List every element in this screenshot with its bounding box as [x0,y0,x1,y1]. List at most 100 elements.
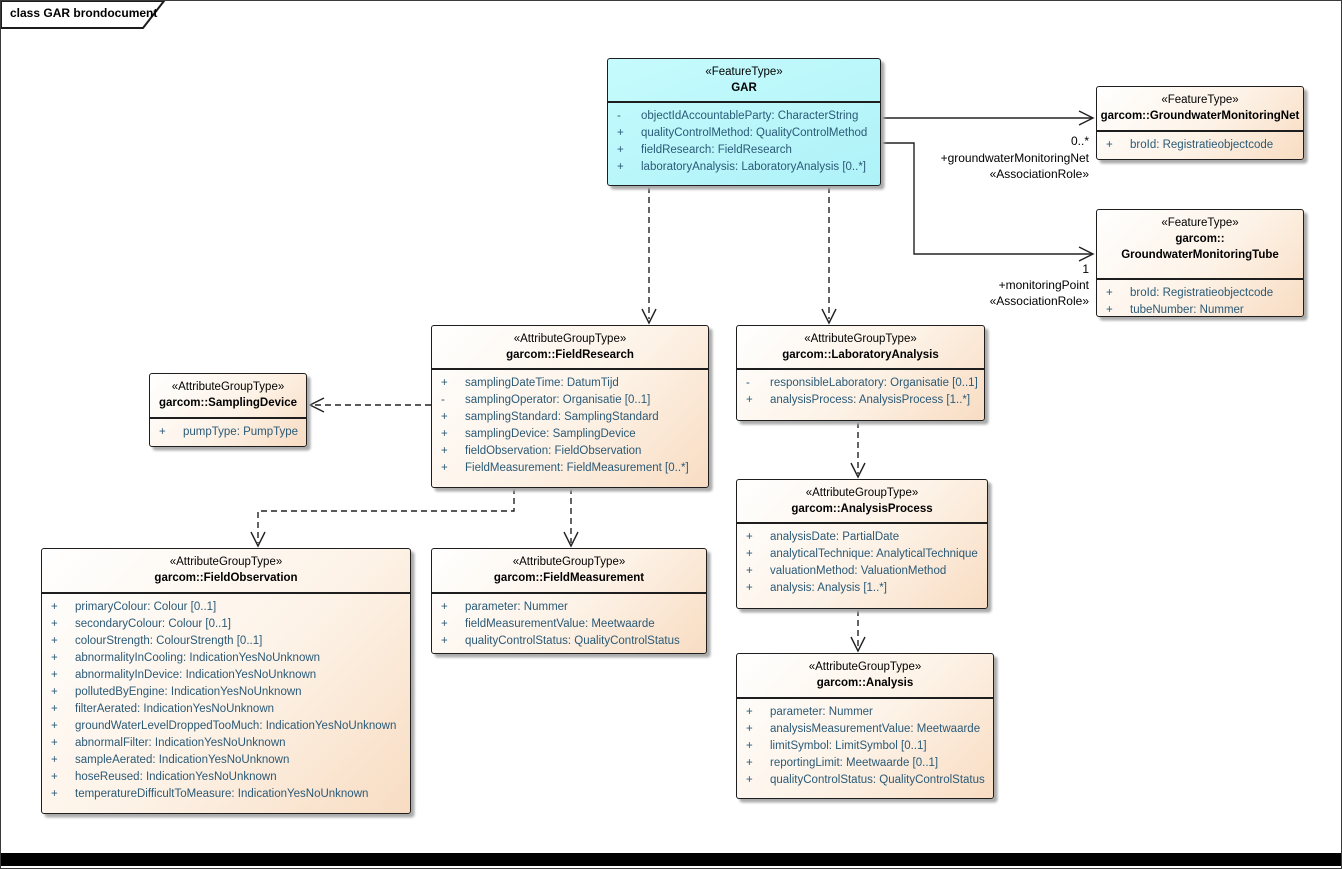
class-name: garcom::FieldObservation [154,572,298,584]
class-groundwater-monitoring-net[interactable]: «FeatureType» garcom::GroundwaterMonitor… [1096,86,1304,160]
visibility-marker: + [746,565,753,577]
association-role-name: +monitoringPoint [998,278,1089,292]
attribute-row: +analysisDate: PartialDate [737,529,987,546]
visibility-marker: + [51,788,58,800]
class-header: «FeatureType» garcom::GroundwaterMonitor… [1097,87,1303,130]
stereotype-label: «AttributeGroupType» [808,661,922,673]
class-header: «AttributeGroupType» garcom::AnalysisPro… [737,480,987,522]
attribute-row: + parameter: Nummer [737,704,993,721]
class-name: garcom::LaboratoryAnalysis [782,349,939,361]
attribute-row: +qualityControlMethod: QualityControlMet… [608,125,880,142]
visibility-marker: + [51,618,58,630]
attribute-row: +pumpType: PumpType [150,424,306,441]
attribute-row: +primaryColour: Colour [0..1] [42,599,410,616]
class-field-observation[interactable]: «AttributeGroupType» garcom::FieldObserv… [41,548,411,814]
attribute-row: +analysis: Analysis [1..*] [737,580,987,597]
visibility-marker: + [617,127,624,139]
attribute-row: +secondaryColour: Colour [0..1] [42,616,410,633]
attribute-row: +broId: Registratieobjectcode [1097,137,1303,154]
visibility-marker: + [441,601,448,613]
association-stereotype: «AssociationRole» [989,167,1089,181]
visibility-marker: + [51,669,58,681]
attribute-signature: abnormalityInDevice: IndicationYesNoUnkn… [75,669,317,681]
visibility-marker: + [1106,304,1113,316]
attribute-compartment: +broId: Registratieobjectcode [1097,130,1303,154]
visibility-marker: + [51,720,58,732]
attribute-row: -responsibleLaboratory: Organisatie [0..… [737,375,984,392]
attribute-row: -objectIdAccountableParty: CharacterStri… [608,108,880,125]
visibility-marker: + [746,706,753,718]
visibility-marker: + [746,548,753,560]
class-name: GAR [731,82,757,94]
attribute-signature: samplingDateTime: DatumTijd [465,377,619,389]
class-header: «AttributeGroupType» garcom::LaboratoryA… [737,326,984,368]
attribute-row: +FieldMeasurement: FieldMeasurement [0..… [432,460,708,477]
class-field-measurement[interactable]: «AttributeGroupType» garcom::FieldMeasur… [431,548,707,654]
attribute-signature: FieldMeasurement: FieldMeasurement [0..*… [465,462,689,474]
class-gar[interactable]: «FeatureType» GAR -objectIdAccountablePa… [607,58,881,186]
attribute-signature: samplingOperator: Organisatie [0..1] [465,394,651,406]
attribute-signature: analysisProcess: AnalysisProcess [1..*] [770,394,971,406]
attribute-signature: fieldResearch: FieldResearch [641,144,792,156]
attribute-row: + valuationMethod: ValuationMethod [737,563,987,580]
class-name: GroundwaterMonitoringTube [1121,249,1279,261]
class-header: «FeatureType» garcom:: GroundwaterMonito… [1097,210,1303,278]
visibility-marker: + [51,771,58,783]
class-header: «AttributeGroupType» garcom::SamplingDev… [150,374,306,417]
class-analysis-process[interactable]: «AttributeGroupType» garcom::AnalysisPro… [736,479,988,609]
class-groundwater-monitoring-tube[interactable]: «FeatureType» garcom:: GroundwaterMonito… [1096,209,1304,317]
class-laboratory-analysis[interactable]: «AttributeGroupType» garcom::LaboratoryA… [736,325,985,421]
attribute-compartment: +primaryColour: Colour [0..1] +secondary… [42,592,410,803]
attribute-row: +samplingDateTime: DatumTijd [432,375,708,392]
visibility-marker: + [441,411,448,423]
attribute-row: +analysisProcess: AnalysisProcess [1..*] [737,392,984,409]
attribute-row: +samplingDevice: SamplingDevice [432,426,708,443]
attribute-row: +colourStrength: ColourStrength [0..1] [42,633,410,650]
attribute-signature: responsibleLaboratory: Organisatie [0..1… [770,377,978,389]
class-analysis[interactable]: «AttributeGroupType» garcom::Analysis + p… [736,653,994,799]
class-name: garcom::GroundwaterMonitoringNet [1100,110,1300,122]
class-header: «FeatureType» GAR [608,59,880,101]
attribute-row: +abnormalFilter: IndicationYesNoUnknown [42,735,410,752]
visibility-marker: + [746,740,753,752]
attribute-signature: filterAerated: IndicationYesNoUnknown [75,703,275,715]
attribute-signature: hoseReused: IndicationYesNoUnknown [75,771,277,783]
attribute-signature: qualityControlStatus: QualityControlStat… [465,635,680,647]
attribute-signature: objectIdAccountableParty: CharacterStrin… [641,110,859,122]
attribute-row: +reportingLimit: Meetwaarde [0..1] [737,755,993,772]
visibility-marker: + [746,582,753,594]
visibility-marker: + [746,531,753,543]
attribute-signature: parameter: Nummer [770,706,873,718]
class-field-research[interactable]: «AttributeGroupType» garcom::FieldResear… [431,325,709,488]
visibility-marker: + [51,686,58,698]
attribute-signature: samplingStandard: SamplingStandard [465,411,659,423]
association-stereotype: «AssociationRole» [989,294,1089,308]
attribute-signature: sampleAerated: IndicationYesNoUnknown [75,754,290,766]
class-header: «AttributeGroupType» garcom::FieldObserv… [42,549,410,592]
visibility-marker: + [51,601,58,613]
attribute-row: +parameter: Nummer [432,599,706,616]
class-header: «AttributeGroupType» garcom::FieldMeasur… [432,549,706,592]
class-name: garcom:: [1175,233,1225,245]
attribute-signature: limitSymbol: LimitSymbol [0..1] [770,740,927,752]
attribute-row: +broId: Registratieobjectcode [1097,285,1303,302]
visibility-marker: + [51,703,58,715]
attribute-row: +qualityControlStatus: QualityControlSta… [432,633,706,650]
attribute-signature: fieldMeasurementValue: Meetwaarde [465,618,655,630]
class-name: garcom::Analysis [816,677,914,689]
attribute-compartment: +parameter: Nummer + fieldMeasurementValu… [432,592,706,650]
attribute-compartment: -objectIdAccountableParty: CharacterStri… [608,101,880,176]
class-header: «AttributeGroupType» garcom::Analysis [737,654,993,697]
visibility-marker: + [617,161,624,173]
class-sampling-device[interactable]: «AttributeGroupType» garcom::SamplingDev… [149,373,307,447]
visibility-marker: + [746,723,753,735]
attribute-compartment: -responsibleLaboratory: Organisatie [0..… [737,368,984,409]
attribute-signature: abnormalFilter: IndicationYesNoUnknown [75,737,286,749]
attribute-signature: analyticalTechnique: AnalyticalTechnique [770,548,978,560]
attribute-row: +analysisMeasurementValue: Meetwaarde [737,721,993,738]
attribute-row: +temperatureDifficultToMeasure: Indicati… [42,786,410,803]
attribute-signature: valuationMethod: ValuationMethod [770,565,947,577]
stereotype-label: «FeatureType» [705,66,783,78]
visibility-marker: + [1106,139,1113,151]
